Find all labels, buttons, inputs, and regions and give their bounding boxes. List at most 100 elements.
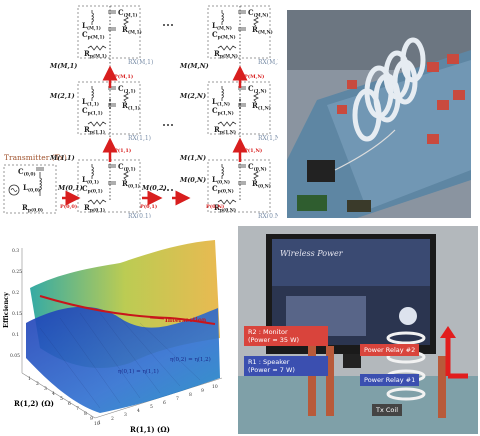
- mutual-0-2: M(0,2): [141, 184, 167, 192]
- svg-text:Cp(0,1): Cp(0,1): [82, 184, 103, 195]
- circuit-svg: C(M,1)L(M,1)Cp(M,1)R(M,1)Rp(M,1)RX(M,1)C…: [3, 5, 278, 218]
- svg-text:9: 9: [90, 416, 93, 422]
- screen-text: Wireless Power: [280, 249, 344, 258]
- svg-text:L(M,N): L(M,N): [212, 21, 232, 32]
- svg-text:C(0,N): C(0,N): [248, 162, 267, 173]
- svg-text:R(M,N): R(M,N): [252, 25, 273, 36]
- prototype-photo: [287, 10, 471, 218]
- mutual-0-1: M(0,1): [57, 184, 83, 192]
- svg-text:R(0,N): R(0,N): [252, 179, 271, 190]
- svg-text:L(0,N): L(0,N): [212, 175, 230, 186]
- mutual-2-n: M(2,N): [179, 92, 206, 100]
- y-axis-label: R(1,2) (Ω): [14, 399, 54, 408]
- transmitter-label: Transmitter (Tx): [4, 153, 67, 162]
- svg-text:R(M,1): R(M,1): [122, 25, 142, 36]
- svg-text:Cp(1,1): Cp(1,1): [82, 106, 103, 117]
- svg-text:3: 3: [124, 412, 127, 418]
- svg-text:RX(1,N): RX(1,N): [258, 135, 278, 142]
- svg-text:0.2: 0.2: [12, 290, 19, 296]
- intersection-curve: [39, 295, 216, 325]
- svg-text:R(0,1): R(0,1): [122, 179, 140, 190]
- svg-text:Cp(0,N): Cp(0,N): [212, 184, 234, 195]
- svg-text:0.3: 0.3: [12, 248, 19, 254]
- svg-text:10: 10: [94, 421, 100, 427]
- surface-svg: Intersection 0.3 0.25 0.2 0.15 0.1 0.05 …: [2, 240, 223, 434]
- svg-text:2: 2: [36, 381, 39, 387]
- mutual-2-1: M(2,1): [49, 92, 75, 100]
- svg-text:Cp(M,N): Cp(M,N): [212, 30, 236, 41]
- svg-text:C(1,1): C(1,1): [118, 84, 136, 95]
- power-0-1: P(0,1): [140, 203, 157, 210]
- mutual-1-n: M(1,N): [179, 154, 206, 162]
- svg-text:RX(M,1): RX(M,1): [128, 59, 153, 66]
- svg-text:7: 7: [176, 396, 179, 402]
- svg-text:5: 5: [60, 396, 63, 402]
- svg-text:L(M,1): L(M,1): [82, 21, 101, 32]
- svg-text:9: 9: [201, 388, 204, 394]
- receiver-cell-1n: C(1,N)L(1,N)Cp(1,N)R(1,N)Rp(1,N)RX(1,N): [207, 81, 278, 142]
- power-1-n: P(1,N): [244, 147, 262, 154]
- power-1-1: P(1,1): [114, 147, 131, 154]
- svg-text:L(0,1): L(0,1): [82, 175, 99, 186]
- svg-text:7: 7: [76, 406, 79, 412]
- svg-text:L(0,0): L(0,0): [23, 183, 40, 194]
- ac-source-icon: [8, 184, 20, 196]
- eq-right: η(0,2) = η(1,2): [170, 356, 211, 363]
- svg-text:Rp(0,1): Rp(0,1): [84, 203, 105, 214]
- svg-text:8: 8: [189, 392, 192, 398]
- power-0-n: P(0,N): [206, 203, 224, 210]
- svg-text:Cp(M,1): Cp(M,1): [82, 30, 105, 41]
- svg-text:Rp(M,1): Rp(M,1): [84, 49, 107, 60]
- transmitter-box: [3, 164, 57, 214]
- tx-coil-label: Tx Coil: [372, 404, 403, 416]
- svg-text:L(1,N): L(1,N): [212, 97, 230, 108]
- svg-text:C(1,N): C(1,N): [248, 84, 267, 95]
- svg-text:4: 4: [52, 391, 55, 397]
- speaker-label: R1 : Speaker (Power ≈ 7 W): [244, 356, 328, 376]
- svg-text:L(1,1): L(1,1): [82, 97, 99, 108]
- receiver-cells: C(M,1)L(M,1)Cp(M,1)R(M,1)Rp(M,1)RX(M,1)C…: [77, 5, 278, 218]
- receiver-cell-11: C(1,1)L(1,1)Cp(1,1)R(1,1)Rp(1,1)RX(1,1): [77, 81, 151, 142]
- svg-text:1: 1: [98, 420, 101, 426]
- svg-text:RX(0,1): RX(0,1): [128, 213, 151, 218]
- svg-text:3: 3: [44, 386, 47, 392]
- svg-text:R(1,1): R(1,1): [122, 101, 140, 112]
- svg-text:0.15: 0.15: [12, 311, 22, 317]
- relay-2-label: Power Relay #2: [360, 344, 420, 356]
- svg-text:C(0,1): C(0,1): [118, 162, 136, 173]
- mutual-0-n: M(0,N): [179, 176, 206, 184]
- svg-text:Rp(1,N): Rp(1,N): [214, 125, 236, 136]
- intersection-label: Intersection: [165, 317, 207, 324]
- power-m-n: P(M,N): [244, 73, 264, 80]
- svg-text:6: 6: [163, 400, 166, 406]
- efficiency-surface-plot: Intersection 0.3 0.25 0.2 0.15 0.1 0.05 …: [0, 228, 232, 436]
- svg-text:Rp(1,1): Rp(1,1): [84, 125, 105, 136]
- svg-text:4: 4: [137, 408, 140, 414]
- svg-text:RX(0,N): RX(0,N): [258, 213, 278, 218]
- svg-text:C(0,0): C(0,0): [18, 167, 36, 178]
- university-logo: [399, 307, 417, 325]
- circuit-diagram: C(M,1)L(M,1)Cp(M,1)R(M,1)Rp(M,1)RX(M,1)C…: [0, 0, 278, 218]
- svg-text:8: 8: [84, 411, 87, 417]
- power-m-1: P(M,1): [114, 73, 133, 80]
- demo-photo: Wireless Power R2 : Monitor (Power ≈ 35 …: [238, 226, 478, 434]
- power-0-0: P(0,0): [60, 203, 77, 210]
- svg-text:6: 6: [68, 401, 71, 407]
- prototype-photo-svg: [287, 10, 471, 218]
- svg-text:C(M,1): C(M,1): [118, 8, 138, 19]
- monitor-label: R2 : Monitor (Power ≈ 35 W): [244, 326, 328, 346]
- relay-1-label: Power Relay #1: [360, 374, 420, 386]
- up-arrow-icon: [440, 326, 456, 338]
- svg-text:10: 10: [212, 384, 218, 390]
- receiver-cell-m1: C(M,1) L(M,1)Cp(M,1) R(M,1) Rp(M,1) RX(M,1): [77, 5, 153, 66]
- svg-text:Rp(0,0): Rp(0,0): [22, 203, 43, 214]
- svg-text:Rp(M,N): Rp(M,N): [214, 49, 238, 60]
- receiver-cell-mn: C(M,N)L(M,N)Cp(M,N)R(M,N)Rp(M,N)RX(M,N): [207, 5, 278, 66]
- mutual-m-n: M(M,N): [179, 62, 209, 70]
- z-axis-label: Efficiency: [2, 292, 10, 328]
- receiver-cell-01: C(0,1) L(0,1)Cp(0,1) R(0,1) Rp(0,1) RX(0,1): [77, 159, 151, 218]
- svg-text:2: 2: [111, 416, 114, 422]
- svg-text:0.1: 0.1: [12, 332, 19, 338]
- svg-text:R(1,N): R(1,N): [252, 101, 271, 112]
- x-axis-label: R(1,1) (Ω): [130, 425, 170, 434]
